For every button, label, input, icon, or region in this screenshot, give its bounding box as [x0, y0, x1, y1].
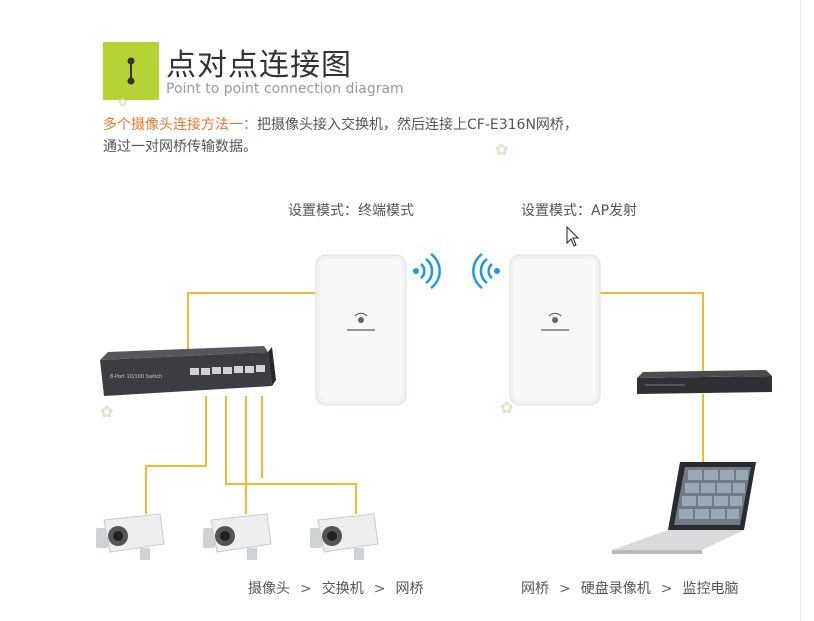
nvr-device [637, 370, 772, 394]
camera-2 [203, 513, 272, 560]
description-line2: 通过一对网桥传输数据。 [103, 139, 257, 155]
wire-switch-camera-3 [245, 396, 357, 514]
watermark: ✿ [100, 402, 114, 421]
wifi-signal-icon [413, 252, 441, 290]
watermark: ✿ [118, 96, 128, 109]
watermark: ✿ [495, 140, 509, 159]
bridge-device-right [509, 254, 601, 406]
description: 多个摄像头连接方法一：把摄像头接入交换机，然后连接上CF-E316N网桥， 通过… [103, 114, 578, 158]
watermark: ✿ [500, 398, 514, 417]
laptop [612, 462, 756, 554]
camera-3 [310, 513, 379, 560]
connection-point-icon [103, 42, 159, 100]
flow-sep: > [559, 581, 571, 597]
svg-text:8-Port 10/100 Switch: 8-Port 10/100 Switch [110, 374, 162, 380]
page-title: 点对点连接图 [166, 48, 352, 83]
flow-nvr: 硬盘录像机 [580, 581, 651, 597]
flow-sep: > [660, 581, 673, 597]
description-highlight: 多个摄像头连接方法一： [103, 117, 257, 133]
bridge-device-left [315, 254, 407, 406]
wire-switch-bridge-left [187, 292, 318, 356]
flow-sep: > [373, 581, 386, 597]
wire-switch-camera-2 [225, 396, 247, 514]
flow-bridge: 网桥 [395, 581, 424, 597]
flow-switch: 交换机 [321, 581, 364, 597]
page-subtitle: Point to point connection diagram [166, 81, 404, 97]
network-switch: 8-Port 10/100 Switch [100, 346, 276, 396]
flow-monitor-pc: 监控电脑 [682, 581, 739, 597]
page-divider [800, 0, 801, 621]
mode-label-terminal: 设置模式：终端模式 [288, 203, 414, 219]
flow-sep: > [300, 581, 312, 597]
cursor-icon [566, 225, 580, 247]
wire-bridge-right-nvr [600, 292, 704, 374]
wire-switch-camera-1 [145, 396, 207, 514]
camera-1 [96, 513, 165, 560]
mode-label-ap: 设置模式：AP发射 [521, 203, 638, 219]
wires [145, 292, 704, 514]
flow-left: 摄像头 > 交换机 > 网桥 [248, 578, 423, 598]
flow-right: 网桥 > 硬盘录像机 > 监控电脑 [521, 578, 738, 598]
flow-bridge: 网桥 [521, 581, 549, 597]
flow-camera: 摄像头 [248, 581, 290, 597]
wifi-signal-icon [472, 252, 500, 290]
description-line1: 把摄像头接入交换机，然后连接上CF-E316N网桥， [257, 117, 578, 133]
